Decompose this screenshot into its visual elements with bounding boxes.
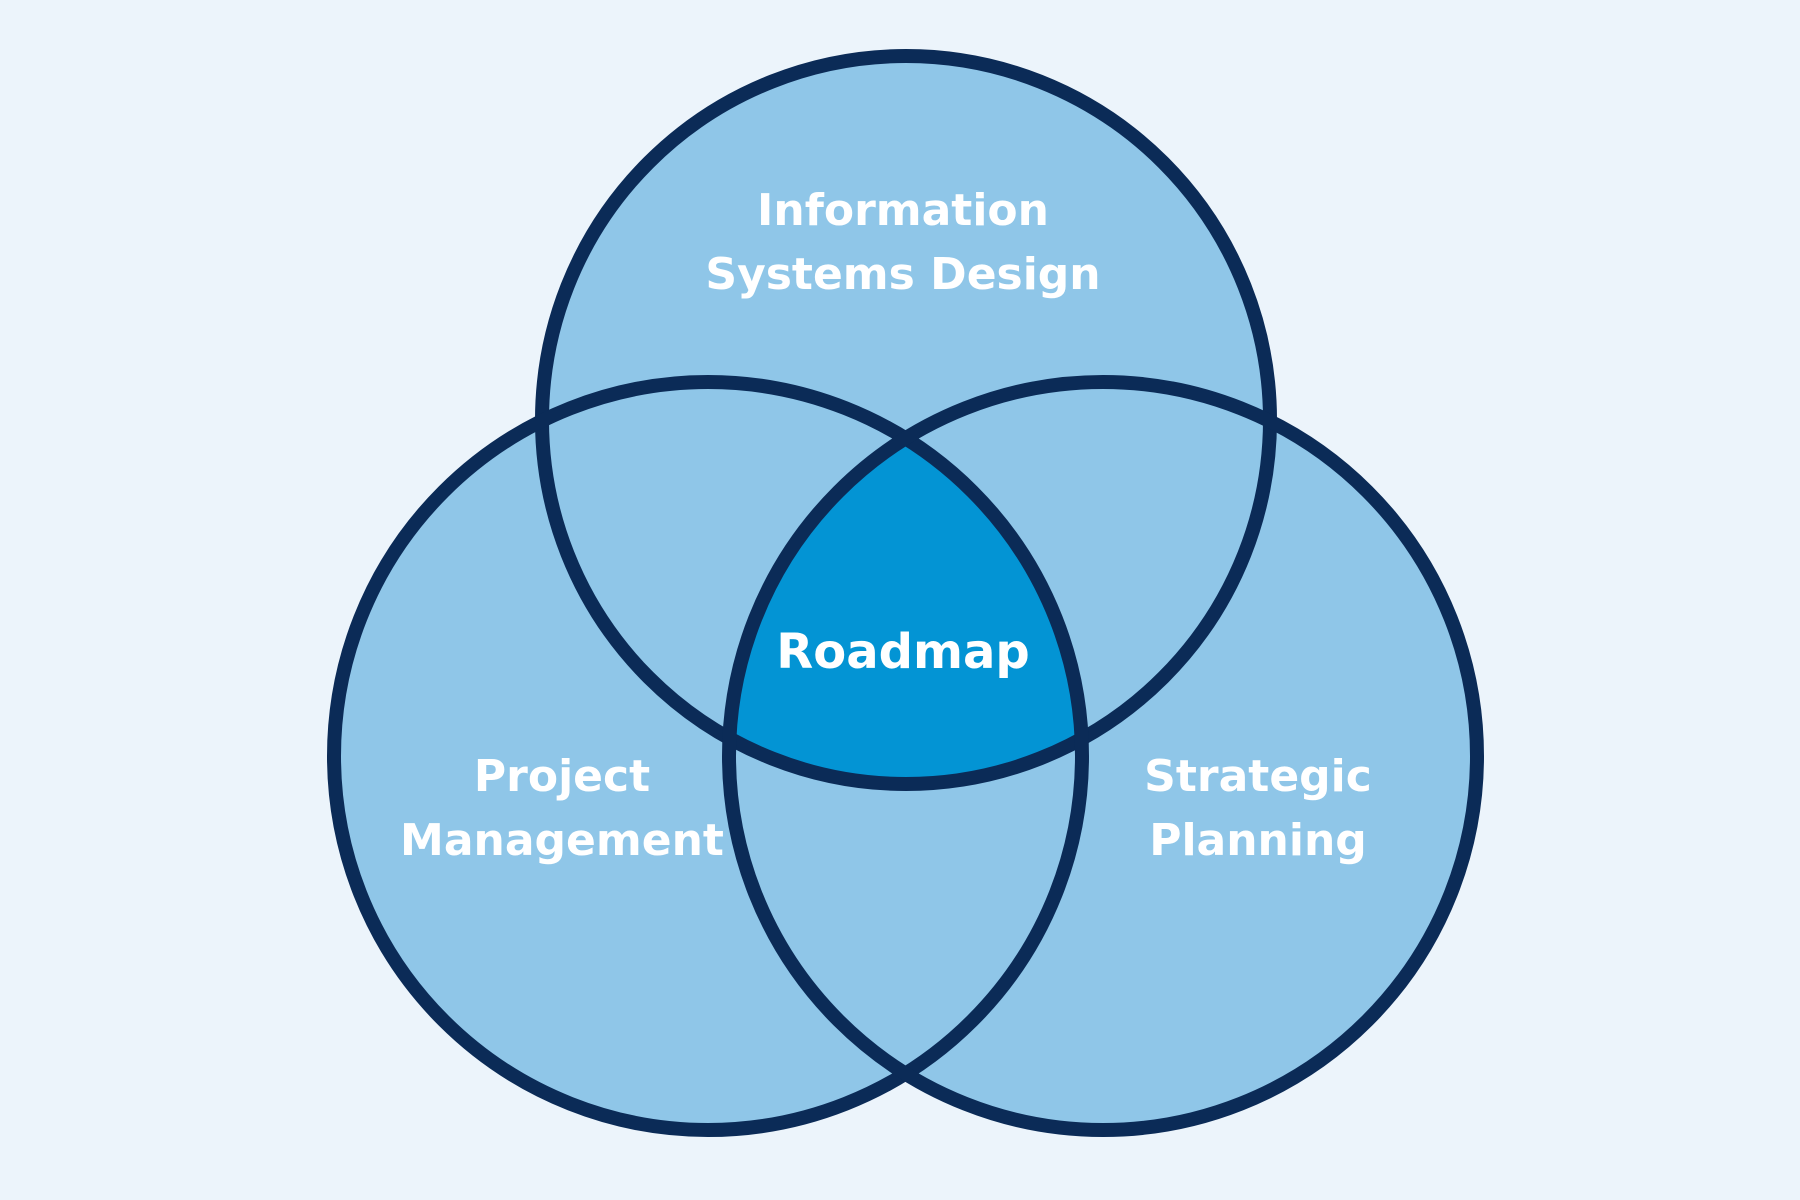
circle-left-outline bbox=[327, 375, 1089, 1137]
label-center-roadmap: Roadmap bbox=[776, 624, 1029, 680]
label-top-line1: Information bbox=[757, 185, 1049, 236]
label-top-line2: Systems Design bbox=[705, 249, 1100, 300]
label-left-line2: Management bbox=[400, 815, 724, 866]
circle-outlines bbox=[327, 49, 1484, 1137]
circle-right-outline bbox=[722, 375, 1484, 1137]
label-left-line1: Project bbox=[474, 751, 650, 802]
label-left: Project Management bbox=[400, 751, 724, 866]
label-right-line2: Planning bbox=[1149, 815, 1367, 866]
label-top: Information Systems Design bbox=[705, 185, 1100, 300]
label-right-line1: Strategic bbox=[1144, 751, 1372, 802]
label-right: Strategic Planning bbox=[1144, 751, 1372, 866]
center-intersection bbox=[729, 382, 1082, 784]
